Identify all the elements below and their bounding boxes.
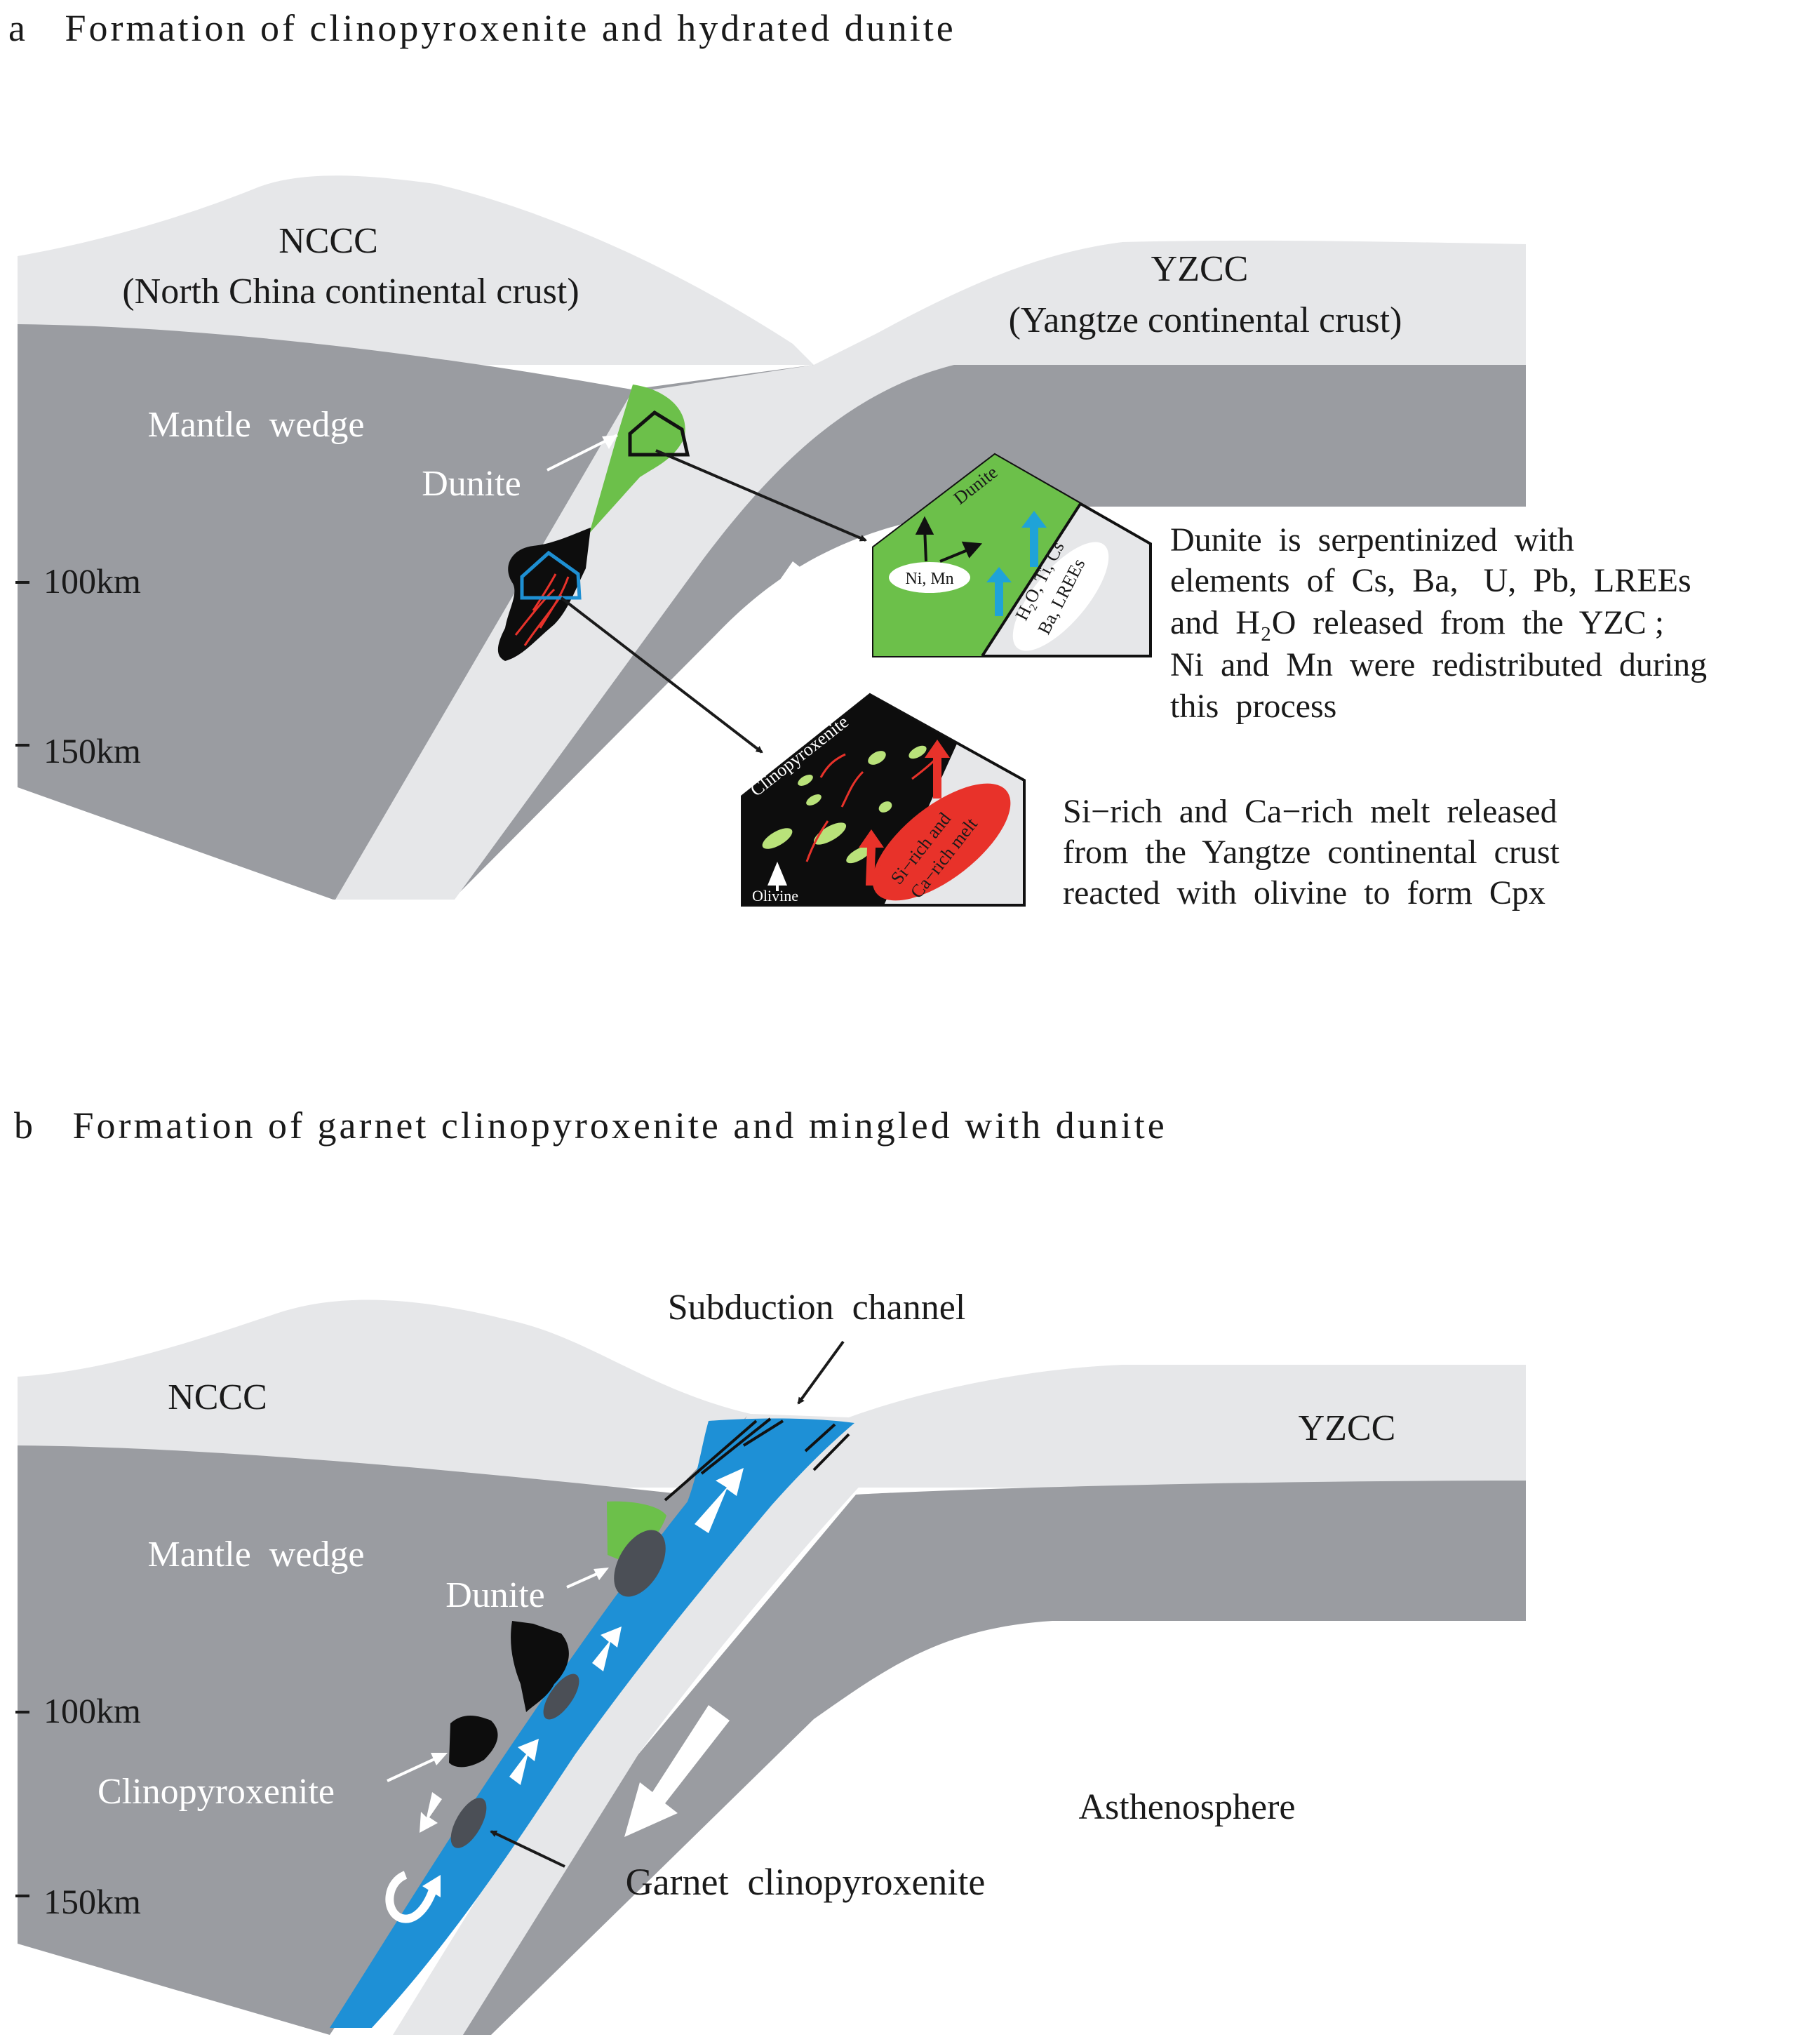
dunite-sample-marker: [628, 410, 690, 457]
cpx-inset-caption: Si−rich and Ca−rich melt released from t…: [1063, 793, 1560, 911]
dunite-label-b: Dunite: [445, 1575, 545, 1615]
depth-label-100-a: 100km: [43, 561, 141, 601]
olivine-pointer: [767, 862, 787, 886]
cpx-caption-line-3: reacted with olivine to form Cpx: [1063, 874, 1546, 911]
ni-mn-redistribution-arrows: [915, 516, 983, 563]
nccc-label-a: NCCC: [279, 221, 378, 261]
dunite-pointer-arrowhead-b: [594, 1568, 609, 1580]
u-turn-arrowhead: [422, 1875, 441, 1897]
nccc-full-label: (North China continental crust): [122, 272, 579, 312]
dunite-inset-caption: Dunite is serpentinized with elements of…: [1170, 521, 1707, 725]
dunite-body-a: [589, 385, 685, 533]
nccc-crust-b: [18, 1300, 1526, 1488]
depth-label-150-b: 150km: [43, 1882, 141, 1921]
dunite-inset-green: [873, 455, 1080, 656]
melt-ellipse: [872, 783, 1011, 901]
asthenosphere-label: Asthenosphere: [1078, 1787, 1295, 1827]
dunite-caption-line-4: Ni and Mn were redistributed during: [1170, 646, 1707, 683]
garnet-cpx-label: Garnet clinopyroxenite: [626, 1861, 986, 1903]
nccc-crust: [18, 175, 1526, 365]
clinopyroxenite-sample-marker: [520, 550, 582, 600]
mantle-wedge-b: [18, 1416, 747, 2035]
dunite-caption-line-5: this process: [1170, 688, 1336, 725]
dunite-caption-line-3: and H₂O released from the YZC ;: [1170, 604, 1664, 641]
yzcc-mantle-b: [403, 1481, 1526, 2035]
garnet-cpx-pointer: [490, 1830, 565, 1868]
yzcc-label-a: YZCC: [1151, 249, 1249, 289]
melt-arrows-red: [859, 740, 950, 886]
dunite-body-b: [607, 1501, 666, 1565]
cpx-inset: Olivine Clinopyroxenite Si−rich and Ca−r…: [741, 693, 1026, 907]
depth-label-100-b: 100km: [43, 1691, 141, 1730]
fluid-ellipse: [1012, 542, 1109, 651]
nccc-label-b: NCCC: [168, 1377, 267, 1417]
garnet-clinopyroxenite-blocks: [450, 1530, 666, 1848]
dunite-inset: Ni, Mn Dunite H₂O, Ti, Cs Ba, LREEs: [872, 453, 1152, 657]
ni-mn-label: Ni, Mn: [905, 570, 953, 588]
clinopyroxenite-pointer: [387, 1754, 443, 1782]
olivine-label: Olivine: [752, 887, 798, 904]
connector-to-cpx-inset: [560, 596, 763, 754]
panel-a: a Formation of clinopyroxenite and hydra…: [8, 7, 1707, 911]
subduction-channel-label: Subduction channel: [668, 1288, 966, 1328]
subduction-channel: [330, 1418, 854, 2028]
dunite-caption-line-1: Dunite is serpentinized with: [1170, 521, 1574, 559]
slab-motion-arrow-b: [624, 1705, 730, 1837]
clinopyroxenite-block-1: [511, 1621, 569, 1712]
cpx-caption-line-2: from the Yangtze continental crust: [1063, 834, 1560, 871]
mantle-wedge-label-b: Mantle wedge: [147, 1535, 364, 1575]
clinopyroxenite-label-b: Clinopyroxenite: [98, 1772, 335, 1812]
exhumation-arrows: [509, 1468, 744, 1785]
dunite-inset-boundary: [981, 502, 1082, 657]
red-veins-a: [514, 573, 570, 646]
connector-to-dunite-inset: [655, 449, 867, 542]
dunite-caption-line-2: elements of Cs, Ba, U, Pb, LREEs: [1170, 562, 1691, 599]
downward-small-arrow-b: [420, 1792, 442, 1833]
fluid-arrows-blue: [986, 511, 1047, 616]
yzcc-label-b: YZCC: [1299, 1408, 1396, 1448]
panel-b-title: b Formation of garnet clinopyroxenite an…: [14, 1104, 1167, 1147]
ni-mn-ellipse: [889, 562, 970, 593]
dunite-label-a: Dunite: [422, 464, 521, 504]
slab-motion-arrow-a: [707, 561, 812, 686]
clinopyroxenite-block-2: [449, 1716, 498, 1768]
olivine-grains: [762, 745, 927, 864]
subduction-channel-pointer: [797, 1340, 845, 1405]
subducting-slab-b: [393, 1421, 884, 2035]
clinopyroxenite-pointer-head: [431, 1753, 448, 1765]
channel-shear-lines: [664, 1417, 850, 1502]
yzcc-mantle: [333, 365, 1526, 900]
dunite-pointer-arrowhead-a: [602, 435, 617, 449]
cpx-caption-line-1: Si−rich and Ca−rich melt released: [1063, 793, 1557, 830]
panel-a-title: a Formation of clinopyroxenite and hydra…: [8, 7, 956, 49]
panel-b: b Formation of garnet clinopyroxenite an…: [14, 1104, 1526, 2035]
subducting-slab-a: [335, 365, 954, 900]
depth-label-150-a: 150km: [43, 731, 141, 770]
u-turn-arrow: [385, 1871, 438, 1923]
yzcc-full-label: (Yangtze continental crust): [1009, 300, 1402, 340]
mantle-wedge-label-a: Mantle wedge: [147, 405, 364, 445]
